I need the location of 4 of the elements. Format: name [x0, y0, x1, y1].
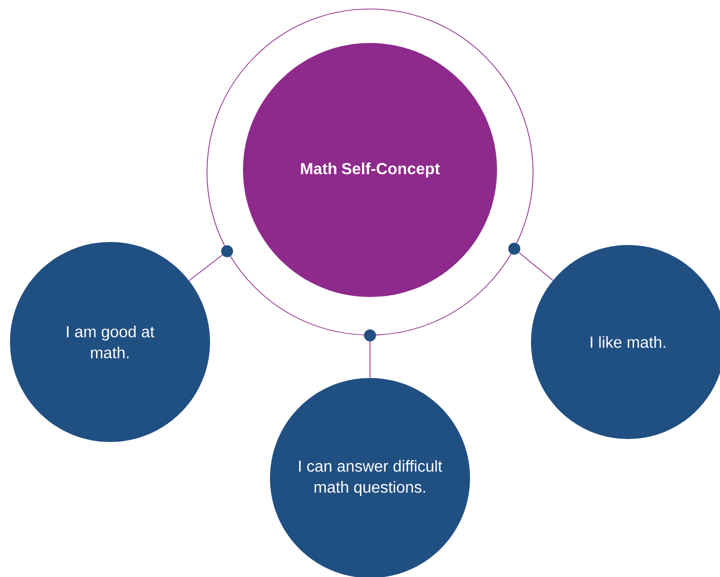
ring-circle [206, 8, 534, 336]
connector [188, 245, 234, 281]
connector [508, 242, 554, 281]
connector [364, 329, 376, 378]
